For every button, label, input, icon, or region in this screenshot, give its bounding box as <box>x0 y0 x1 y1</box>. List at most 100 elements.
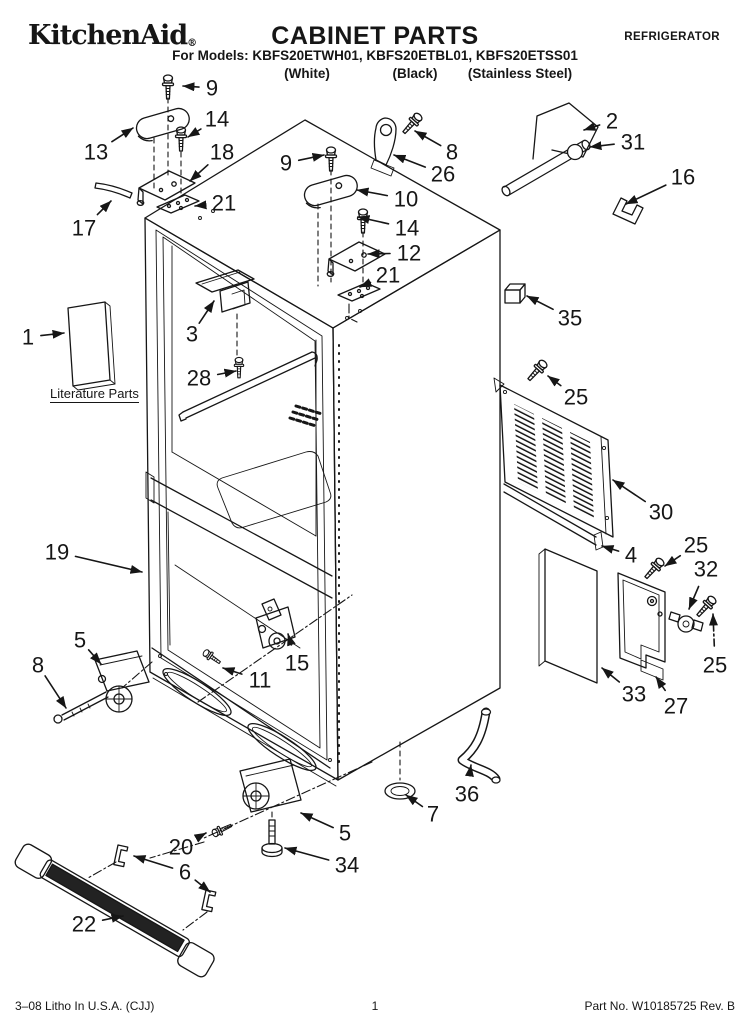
callout-13: 13 <box>84 140 108 165</box>
callout-22: 22 <box>72 912 96 937</box>
callout-leader-27 <box>655 676 667 692</box>
callout-21b: 21 <box>376 263 400 288</box>
callout-leader-17 <box>96 200 112 216</box>
callout-9a: 9 <box>206 76 218 101</box>
callout-leader-30 <box>612 479 647 503</box>
cabinet-front-face <box>144 217 339 781</box>
literature-book <box>67 301 116 391</box>
roller-bracket-15 <box>255 606 296 649</box>
callout-leader-25b <box>664 554 682 567</box>
callout-leader-4 <box>601 545 620 554</box>
hinge-shim-21a <box>156 194 200 214</box>
literature-parts-label: Literature Parts <box>50 386 139 403</box>
finish-label-white: (White) <box>284 66 330 81</box>
callout-36: 36 <box>455 782 479 807</box>
callout-leader-7 <box>405 794 424 808</box>
trim-17 <box>94 182 133 199</box>
callout-leader-1 <box>40 329 65 339</box>
callout-leader-21a <box>194 200 207 210</box>
callout-leader-14b <box>357 215 390 225</box>
callout-21a: 21 <box>212 191 236 216</box>
callout-26: 26 <box>431 162 455 187</box>
callout-leader-26 <box>393 154 427 168</box>
callout-7: 7 <box>427 802 439 827</box>
footer-litho-note: 3–08 Litho In U.S.A. (CJJ) <box>15 999 155 1013</box>
hinge-shim-21b <box>337 282 381 302</box>
callout-18: 18 <box>210 140 234 165</box>
kitchenaid-logo: KitchenAid® <box>28 20 197 51</box>
shelf-rail <box>178 351 318 422</box>
callout-20: 20 <box>169 835 193 860</box>
callout-1: 1 <box>22 325 34 350</box>
callout-19: 19 <box>45 540 69 565</box>
grommet-7 <box>384 741 416 800</box>
clip-16 <box>612 197 644 225</box>
callout-17: 17 <box>72 216 96 241</box>
callout-leader-21b <box>359 278 373 288</box>
callout-leader-8a <box>414 130 442 147</box>
callout-leader-16 <box>625 184 667 205</box>
page-title: CABINET PARTS <box>271 22 479 50</box>
callout-4: 4 <box>625 543 637 568</box>
callout-25a: 25 <box>564 385 588 410</box>
callout-30: 30 <box>649 500 673 525</box>
floor-tray <box>216 451 332 529</box>
rear-panel-33 <box>544 548 598 684</box>
callout-9b: 9 <box>280 151 292 176</box>
screw-9b <box>324 146 338 172</box>
callout-25b: 25 <box>684 533 708 558</box>
control-box-group <box>195 269 255 379</box>
callout-31: 31 <box>621 130 645 155</box>
rod-31 <box>501 139 591 197</box>
front-roller-left-group <box>53 650 153 724</box>
callout-28: 28 <box>187 366 211 391</box>
callout-leader-11 <box>222 667 243 676</box>
callout-8b: 8 <box>32 653 44 678</box>
screw-25a <box>524 357 550 384</box>
callout-leader-12 <box>367 249 391 259</box>
callout-leader-15 <box>287 633 296 647</box>
callout-leader-3 <box>198 300 215 325</box>
callout-14b: 14 <box>395 216 419 241</box>
callout-5a: 5 <box>74 628 86 653</box>
callout-leader-8b <box>44 675 67 709</box>
top-left-hinge-group <box>94 74 200 214</box>
callout-leader-5a <box>87 648 102 665</box>
roller-bracket-5b <box>239 758 302 813</box>
callout-32: 32 <box>694 557 718 582</box>
callout-33: 33 <box>622 682 646 707</box>
callout-10: 10 <box>394 187 418 212</box>
cabinet-right-face <box>332 229 501 781</box>
callout-leader-25a <box>547 375 562 387</box>
rail-oval-slots <box>162 668 317 771</box>
callout-leader-10 <box>356 187 389 197</box>
callout-8a: 8 <box>446 140 458 165</box>
brand-name: KitchenAid <box>28 20 188 51</box>
bracket-plate-27 <box>617 572 666 681</box>
callout-5b: 5 <box>339 821 351 846</box>
callout-leader-20 <box>193 832 207 843</box>
callout-6: 6 <box>179 860 191 885</box>
callout-leader-28 <box>216 368 237 378</box>
embossed-grid <box>288 404 324 428</box>
callout-16: 16 <box>671 165 695 190</box>
callout-leader-13 <box>111 127 134 143</box>
screw-11 <box>200 647 223 667</box>
callout-leader-22 <box>101 913 124 923</box>
base-grille-22 <box>14 843 215 978</box>
callout-leader-33 <box>601 667 621 683</box>
callout-3: 3 <box>186 322 198 347</box>
base-grille-group <box>14 841 217 978</box>
callout-27: 27 <box>664 694 688 719</box>
registered-mark-icon: ® <box>187 38 198 49</box>
screw-8b <box>53 691 109 724</box>
vent-panel-group <box>493 357 614 551</box>
leveling-screw-34 <box>261 819 283 858</box>
screw-28 <box>233 356 245 379</box>
callout-leader-31 <box>589 141 615 151</box>
roller-bracket-5a <box>94 650 150 692</box>
callout-35: 35 <box>558 306 582 331</box>
callout-leader-32 <box>688 585 700 610</box>
screw-25c <box>693 593 719 620</box>
